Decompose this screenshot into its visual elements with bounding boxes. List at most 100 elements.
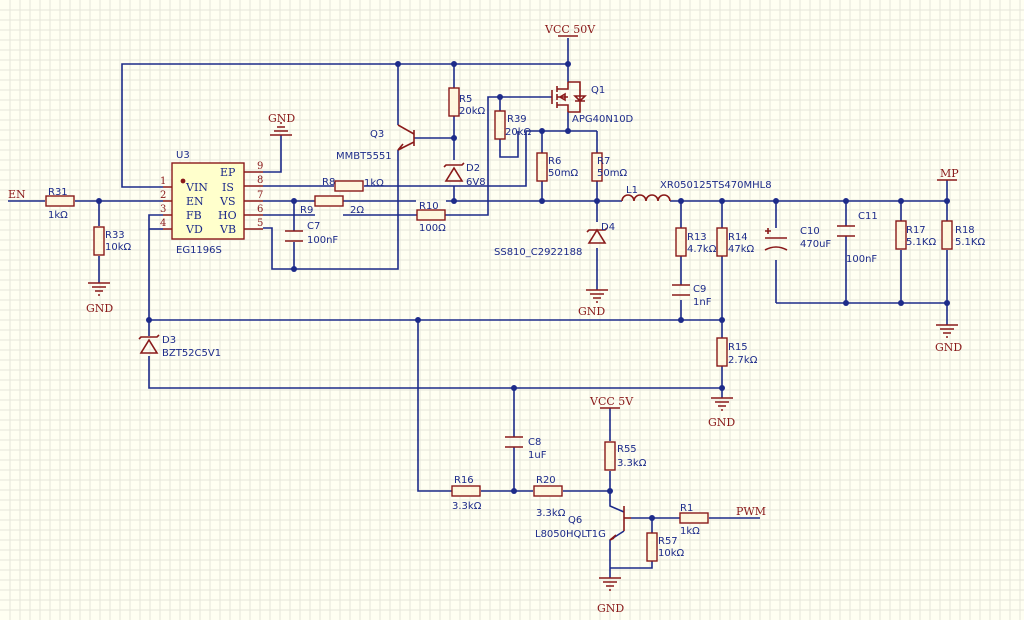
junction-dot <box>395 61 401 67</box>
ic-pin-name-vd: VD <box>185 223 203 236</box>
q1-value: APG40N10D <box>572 114 634 125</box>
npn-q3 <box>397 124 415 151</box>
resistor-r9 <box>314 195 344 207</box>
r9-value: 2Ω <box>350 205 364 216</box>
c8-value: 1uF <box>528 450 547 461</box>
resistor-r16 <box>451 485 481 497</box>
r15-value: 2.7kΩ <box>728 355 758 366</box>
r6-value: 50mΩ <box>548 168 578 179</box>
junction-dot <box>451 198 457 204</box>
c7-value: 100nF <box>307 235 338 246</box>
d2-ref: D2 <box>466 163 480 174</box>
r31-ref: R31 <box>48 187 68 198</box>
l1-ref: L1 <box>626 185 638 196</box>
capacitor-c11 <box>837 225 855 237</box>
r9-ref: R9 <box>300 205 313 216</box>
ic-u3: U3 EG1196S 1 2 3 4 VIN EN FB VD 9 8 7 6 … <box>160 150 263 256</box>
r5-value: 20kΩ <box>459 106 486 117</box>
resistor-r20 <box>533 485 563 497</box>
c9-value: 1nF <box>693 297 712 308</box>
r57-value: 10kΩ <box>658 548 685 559</box>
q3-ref: Q3 <box>370 129 384 140</box>
gnd-label-ic: GND <box>268 112 295 125</box>
ic-u3-ref: U3 <box>176 150 190 161</box>
r18-value: 5.1KΩ <box>955 237 985 248</box>
npn-q6 <box>609 506 631 541</box>
junction-dot <box>843 198 849 204</box>
gnd-label-d4: GND <box>578 305 605 318</box>
ground-symbol <box>88 282 110 296</box>
gnd-label-r15: GND <box>708 416 735 429</box>
junction-dot <box>96 198 102 204</box>
r14-ref: R14 <box>728 232 748 243</box>
junction-dot <box>944 300 950 306</box>
vcc-5v-label: VCC 5V <box>589 395 634 408</box>
r5-ref: R5 <box>459 94 472 105</box>
junction-dot <box>291 266 297 272</box>
c11-value: 100nF <box>846 254 877 265</box>
resistors <box>45 87 953 562</box>
r1-value: 1kΩ <box>680 526 700 537</box>
junction-dot <box>539 198 545 204</box>
junction-dot <box>451 61 457 67</box>
junction-dot <box>146 317 152 323</box>
ic-pin-name-fb: FB <box>186 209 202 222</box>
inductor-l1 <box>621 194 671 202</box>
r14-value: 47kΩ <box>728 244 755 255</box>
gnd-label-out: GND <box>935 341 962 354</box>
junction-dot <box>773 198 779 204</box>
junction-dot <box>719 198 725 204</box>
junction-dot <box>511 385 517 391</box>
gnd-label-r33: GND <box>86 302 113 315</box>
ground-symbol <box>936 324 958 338</box>
resistor-r57 <box>646 532 658 562</box>
resistor-r18 <box>941 220 953 250</box>
ic-pin1-marker <box>180 178 186 184</box>
ic-pin-name-vin: VIN <box>185 181 208 194</box>
wires <box>8 38 948 578</box>
ground-symbol <box>711 397 733 411</box>
r17-value: 5.1KΩ <box>906 237 936 248</box>
r20-ref: R20 <box>536 475 556 486</box>
junction-dot <box>497 94 503 100</box>
c9-ref: C9 <box>693 284 706 295</box>
vcc-5v-symbol: VCC 5V <box>589 395 634 409</box>
resistor-r14 <box>716 227 728 257</box>
ic-pin-num-7: 7 <box>257 190 263 201</box>
c10-ref: C10 <box>800 226 820 237</box>
r16-ref: R16 <box>454 475 474 486</box>
r10-ref: R10 <box>419 201 439 212</box>
resistor-r7 <box>591 152 603 182</box>
r39-value: 20kΩ <box>505 127 532 138</box>
ic-pin-name-ep: EP <box>220 166 236 179</box>
r33-value: 10kΩ <box>105 242 132 253</box>
port-mp-symbol: MP <box>937 167 959 181</box>
q3-value: MMBT5551 <box>336 151 392 162</box>
ground-symbol <box>586 289 608 303</box>
capacitor-c10 <box>764 228 788 251</box>
junction-dots <box>96 61 950 521</box>
junction-dot <box>678 198 684 204</box>
schottky-d4 <box>586 227 608 244</box>
junction-dot <box>565 128 571 134</box>
r17-ref: R17 <box>906 225 926 236</box>
mosfet-q1 <box>551 81 587 113</box>
r8-value: 1kΩ <box>364 178 384 189</box>
junction-dot <box>415 317 421 323</box>
d4-ref: D4 <box>601 222 615 233</box>
resistor-r55 <box>604 441 616 471</box>
c11-ref: C11 <box>858 211 878 222</box>
r18-ref: R18 <box>955 225 975 236</box>
r55-ref: R55 <box>617 444 637 455</box>
ic-pin-name-vb: VB <box>219 223 236 236</box>
ic-pin-num-8: 8 <box>257 175 263 186</box>
r15-ref: R15 <box>728 342 748 353</box>
junction-dot <box>719 385 725 391</box>
junction-dot <box>898 300 904 306</box>
ic-pin-num-5: 5 <box>257 218 263 229</box>
junction-dot <box>539 128 545 134</box>
capacitor-c7 <box>285 230 303 242</box>
l1-value: XR050125TS470MHL8 <box>660 180 772 191</box>
